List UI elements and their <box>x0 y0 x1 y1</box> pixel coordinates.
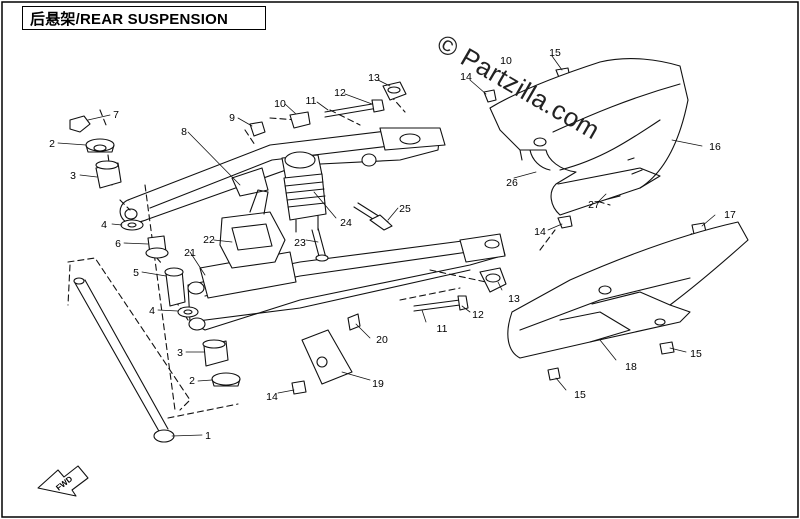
callout-16: 16 <box>709 141 721 153</box>
upper-swing-arm <box>119 127 446 225</box>
callout-4: 4 <box>101 219 107 231</box>
callout-22: 22 <box>203 234 215 246</box>
callout-13: 13 <box>508 293 520 305</box>
page-title: 后悬架/REAR SUSPENSION <box>30 11 228 28</box>
callout-24: 24 <box>340 217 352 229</box>
callout-15: 15 <box>574 389 586 401</box>
chain-guard <box>507 221 749 359</box>
callout-11: 11 <box>306 95 317 107</box>
mounting-plate <box>301 329 353 385</box>
callout-12: 12 <box>334 87 346 99</box>
callout-27: 27 <box>588 199 600 211</box>
callout-2: 2 <box>189 375 195 387</box>
callout-11: 11 <box>437 323 448 335</box>
callout-8: 8 <box>181 126 187 138</box>
shock-absorber <box>281 151 327 233</box>
axle-bolt <box>73 277 175 443</box>
callout-9: 9 <box>229 112 235 124</box>
callout-15: 15 <box>690 348 702 360</box>
callout-12: 12 <box>472 309 484 321</box>
callout-10: 10 <box>500 55 512 67</box>
callout-14: 14 <box>460 71 472 83</box>
callout-6: 6 <box>115 238 121 250</box>
fwd-arrow-icon <box>37 465 89 497</box>
callout-4: 4 <box>149 305 155 317</box>
title-box <box>22 6 266 30</box>
callout-19: 19 <box>372 378 384 390</box>
callout-18: 18 <box>625 361 637 373</box>
callout-7: 7 <box>113 109 119 121</box>
bushings <box>85 138 241 387</box>
callout-15: 15 <box>549 47 561 59</box>
callout-14: 14 <box>266 391 278 403</box>
callout-14: 14 <box>534 226 546 238</box>
callout-17: 17 <box>724 209 736 221</box>
callout-2: 2 <box>49 138 55 150</box>
callout-21: 21 <box>184 247 196 259</box>
shock-mount-bracket <box>219 189 286 269</box>
callout-labels: 1 2 2 3 3 4 4 5 6 7 8 9 10 10 11 11 12 1… <box>49 47 736 442</box>
leader-lines <box>57 55 716 437</box>
rear-fender <box>489 58 689 216</box>
callout-25: 25 <box>399 203 411 215</box>
callout-3: 3 <box>177 347 183 359</box>
lower-swing-arm <box>187 233 506 331</box>
callout-3: 3 <box>70 170 76 182</box>
callout-5: 5 <box>133 267 139 279</box>
callout-13: 13 <box>368 72 380 84</box>
callout-1: 1 <box>205 430 211 442</box>
callout-20: 20 <box>376 334 388 346</box>
callout-26: 26 <box>506 177 518 189</box>
callout-23: 23 <box>294 237 306 249</box>
callout-10: 10 <box>274 98 286 110</box>
